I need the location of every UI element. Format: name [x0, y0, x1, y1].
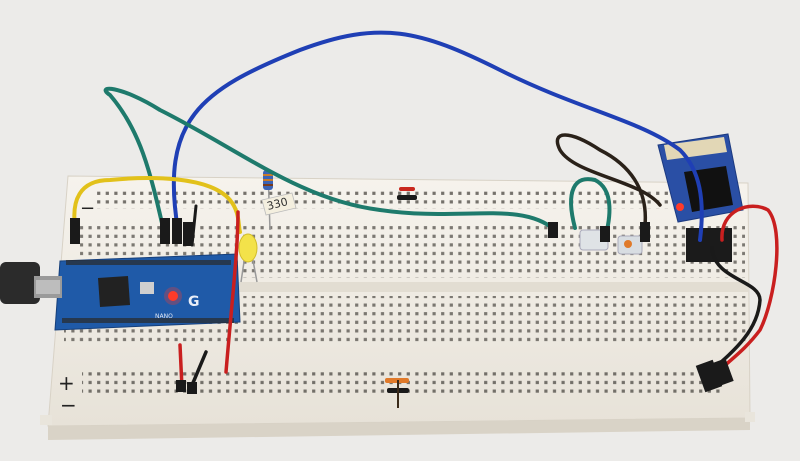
bluetooth-module: [657, 133, 744, 262]
board-logo: G: [188, 294, 200, 310]
black-wire-loop: [555, 133, 662, 227]
yellow-led: [238, 233, 258, 283]
red-wire-led: [224, 210, 240, 374]
top-minus-mark: −: [80, 198, 95, 219]
bottom-minus-mark: −: [60, 393, 77, 417]
status-led: [676, 203, 684, 211]
center-channel: [62, 282, 748, 292]
wire-plugs: [70, 218, 734, 394]
black-wire-right: [710, 246, 762, 372]
red-wire-right: [718, 204, 779, 372]
board-label: NANO: [155, 313, 173, 320]
rail-jumpers: [385, 187, 417, 408]
bottom-plus-mark: +: [58, 371, 75, 395]
resistor-tag: 330: [266, 195, 290, 213]
rail-markings: − + −: [58, 198, 95, 417]
resistor-330: 330: [261, 169, 297, 231]
wires: [72, 30, 779, 392]
power-led: [168, 291, 178, 301]
reset-button: [140, 282, 154, 294]
pcb-antenna: [664, 137, 727, 160]
usb-cable: [0, 262, 62, 304]
teal-wire-right: [569, 177, 612, 240]
microcontroller-chip: [98, 276, 130, 307]
teal-wire-left: [103, 86, 557, 234]
breadboard: [40, 175, 755, 440]
blue-wire: [171, 30, 704, 242]
arduino-nano: G NANO: [54, 253, 241, 331]
